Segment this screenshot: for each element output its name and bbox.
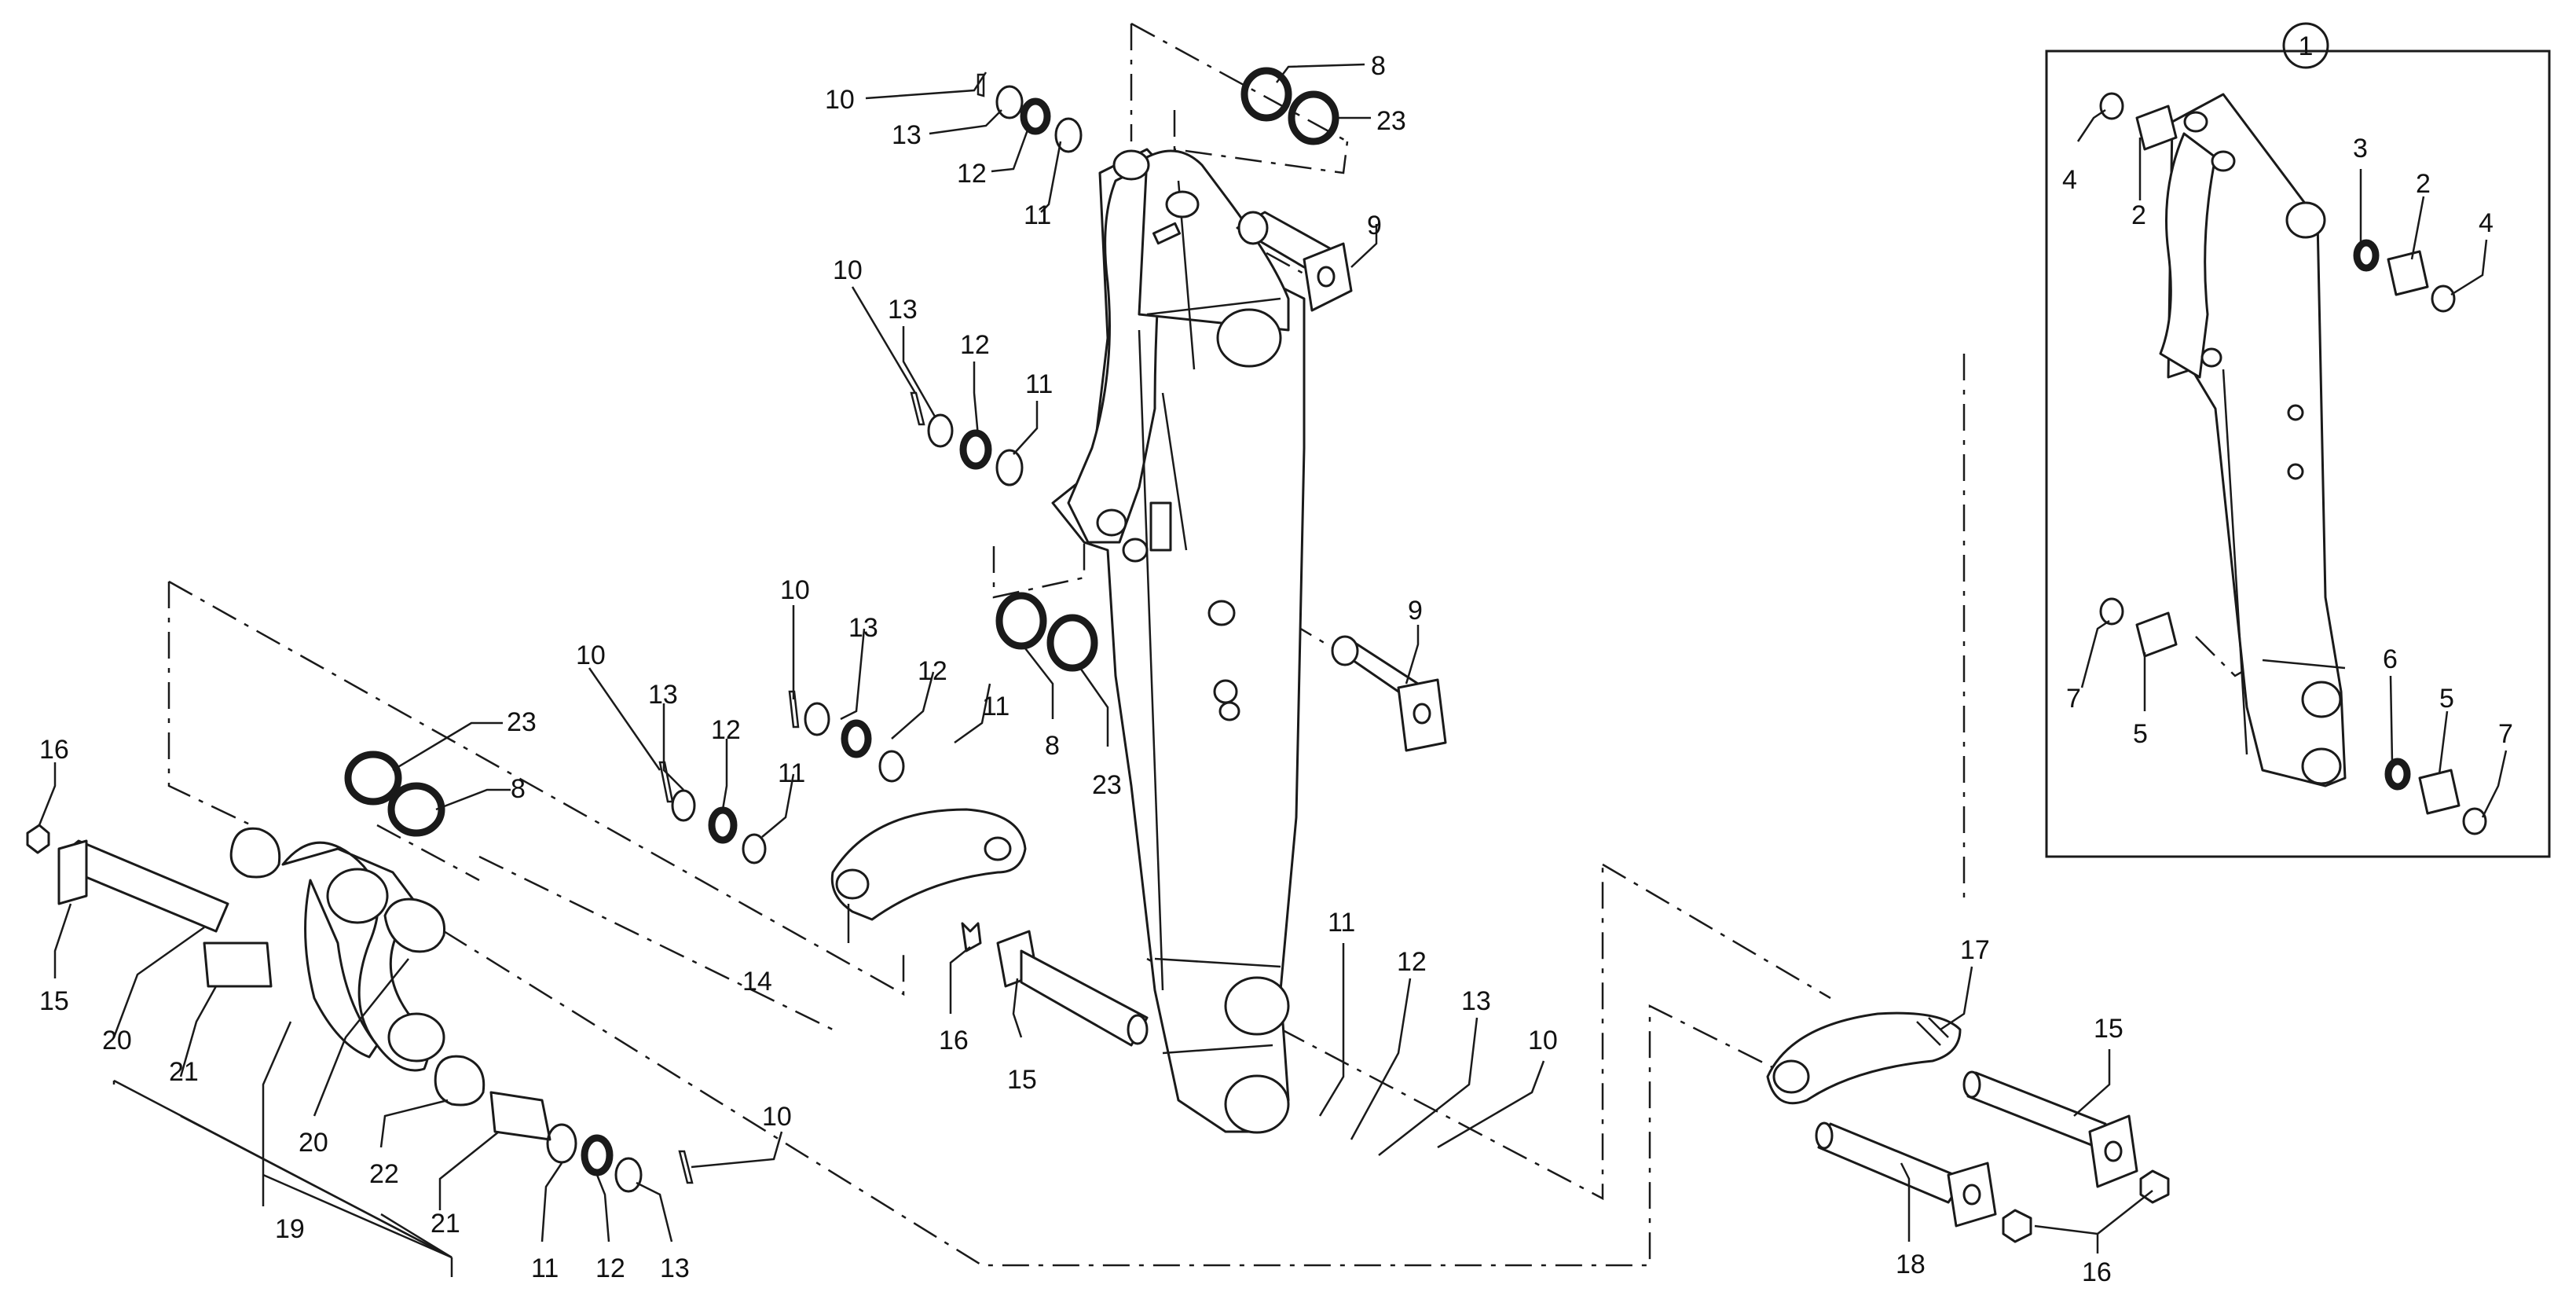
callout-label: 14 <box>742 967 772 997</box>
top-pin-stack <box>977 67 1353 312</box>
callout-label: 5 <box>2133 719 2148 749</box>
callout-label: 17 <box>1960 935 1990 965</box>
right-linkage <box>1766 1011 2170 1243</box>
callout-label: 8 <box>1371 51 1386 81</box>
second-pin-stack <box>910 391 1024 486</box>
callout-label: 13 <box>660 1253 690 1283</box>
leader-lines <box>38 63 2508 1277</box>
callout-label: 12 <box>1397 947 1427 977</box>
callout-label: 13 <box>648 680 678 710</box>
callout-label: 10 <box>825 85 855 115</box>
callout-label: 12 <box>595 1253 625 1283</box>
mid-pin-assembly <box>658 592 1447 864</box>
callout-labels: 10 13 12 11 8 23 9 10 13 12 11 10 13 12 … <box>39 51 2513 1287</box>
callout-label: 23 <box>507 707 537 737</box>
callout-label: 18 <box>1896 1250 1926 1279</box>
callout-label: 19 <box>275 1214 305 1244</box>
callout-label: 20 <box>299 1128 328 1158</box>
callout-label: 15 <box>1007 1065 1037 1095</box>
callout-label: 4 <box>2062 165 2077 195</box>
callout-label: 22 <box>369 1159 399 1189</box>
callout-label: 11 <box>982 692 1010 721</box>
callout-label: 11 <box>1328 908 1355 938</box>
callout-label: 10 <box>780 575 810 605</box>
callout-label: 3 <box>2353 134 2368 163</box>
callout-label: 10 <box>833 255 863 285</box>
callout-label: 8 <box>511 774 526 804</box>
callout-label: 9 <box>1367 211 1382 240</box>
callout-label: 23 <box>1092 770 1122 800</box>
callout-label: 12 <box>957 159 987 189</box>
callout-label: 13 <box>848 613 878 643</box>
callout-label: 21 <box>431 1209 460 1239</box>
callout-label: 12 <box>918 656 947 686</box>
callout-label: 10 <box>576 640 606 670</box>
inset-panel: 1 <box>2045 22 2551 858</box>
callout-label: 15 <box>2094 1014 2123 1044</box>
callout-label: 13 <box>892 120 922 150</box>
callout-label: 16 <box>939 1026 969 1055</box>
left-linkage <box>26 751 694 1193</box>
callout-label: 11 <box>531 1253 559 1283</box>
callout-label: 11 <box>1025 369 1053 399</box>
callout-label: 5 <box>2439 684 2454 714</box>
callout-label: 11 <box>778 758 805 788</box>
callout-label: 7 <box>2066 684 2081 714</box>
callout-label: 15 <box>39 986 69 1016</box>
callout-label: 16 <box>2082 1257 2112 1287</box>
callout-label: 2 <box>2416 169 2431 199</box>
callout-label: 9 <box>1408 596 1423 626</box>
inset-id: 1 <box>2299 31 2314 61</box>
callout-label: 7 <box>2498 719 2513 749</box>
callout-label: 12 <box>960 330 990 360</box>
callout-label: 23 <box>1376 106 1406 136</box>
pin-15-middle <box>961 922 1149 1047</box>
callout-label: 8 <box>1045 731 1060 761</box>
callout-label: 10 <box>762 1102 792 1132</box>
callout-label: 13 <box>888 295 918 325</box>
callout-label: 6 <box>2383 644 2398 674</box>
callout-label: 16 <box>39 735 69 765</box>
callout-label: 21 <box>169 1057 199 1087</box>
callout-label: 2 <box>2131 200 2146 230</box>
callout-label: 12 <box>711 715 741 745</box>
callout-label: 4 <box>2479 208 2494 238</box>
callout-label: 11 <box>1024 200 1051 230</box>
callout-label: 10 <box>1528 1026 1558 1055</box>
callout-label: 20 <box>102 1026 132 1055</box>
dipper-arm <box>1051 148 1306 1134</box>
callout-label: 13 <box>1461 986 1491 1016</box>
link-plate-14 <box>830 808 1027 921</box>
